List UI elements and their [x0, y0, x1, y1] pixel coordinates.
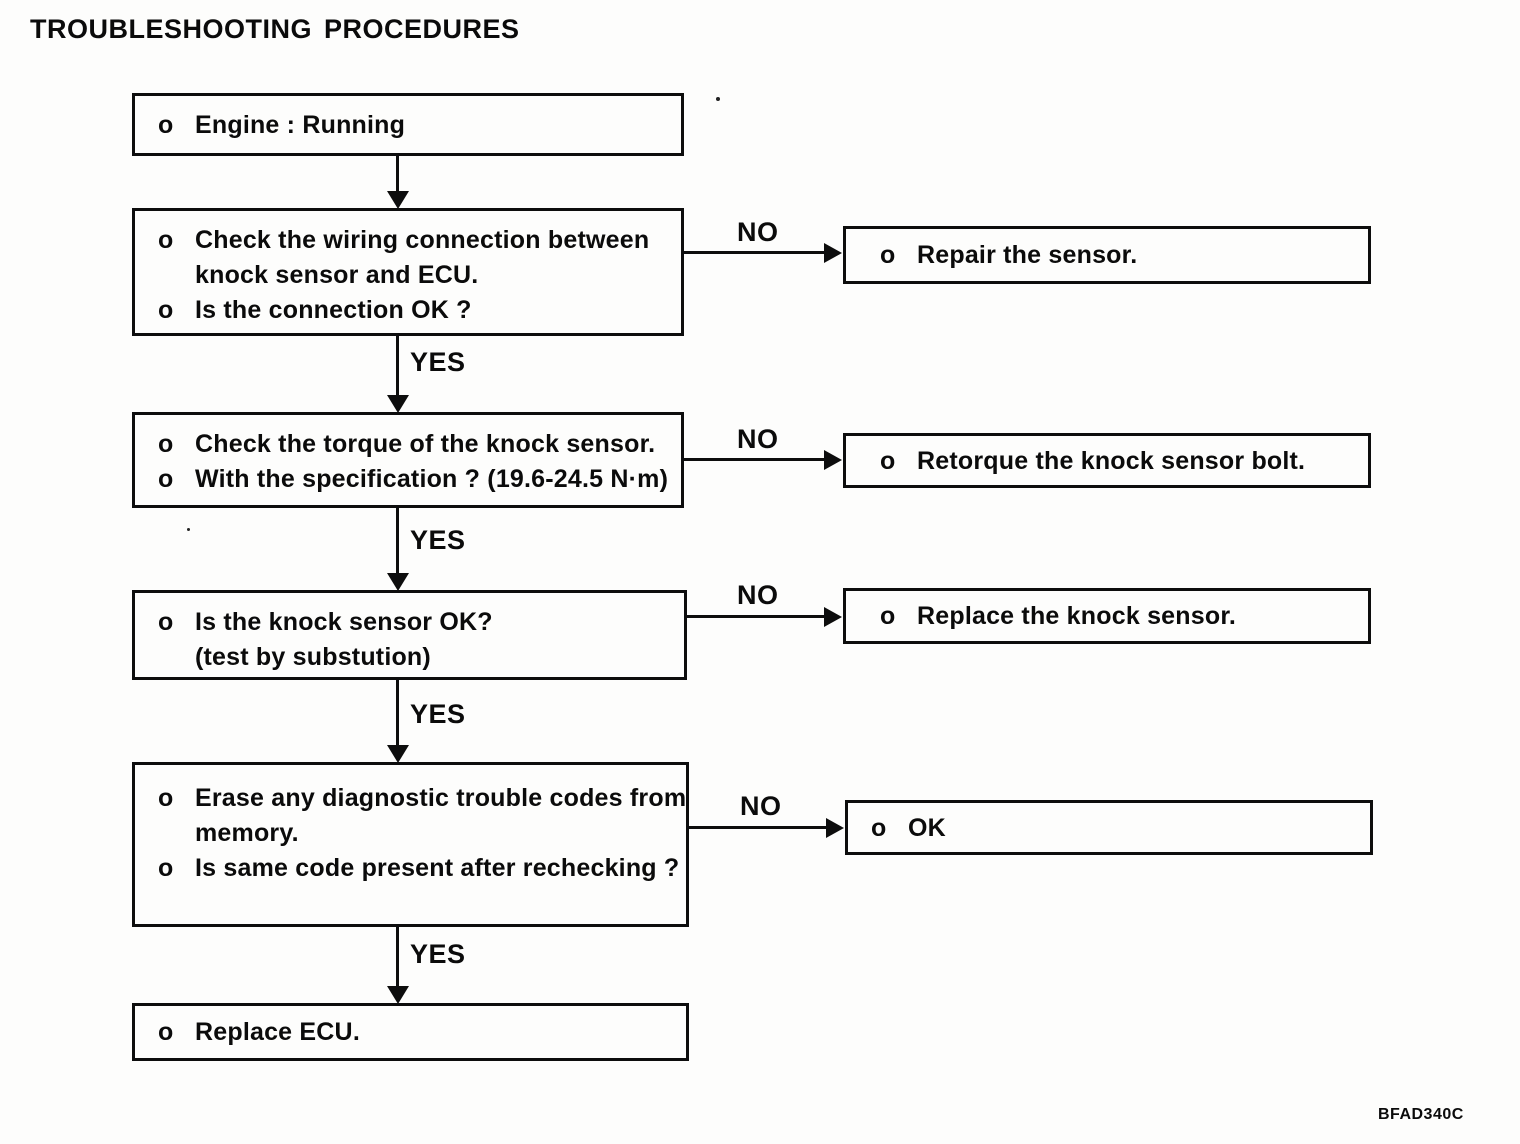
box-line: o With the specification ? (19.6-24.5 N·…: [158, 462, 671, 497]
flow-box-engine-running: o Engine : Running: [132, 93, 684, 156]
bullet-marker: o: [158, 430, 174, 458]
flow-box-sensor-ok: o Is the knock sensor OK? (test by subst…: [132, 590, 687, 680]
box-text: Is same code present after rechecking ?: [195, 854, 680, 882]
box-line: o Erase any diagnostic trouble codes fro…: [158, 781, 686, 816]
box-text: Retorque the knock sensor bolt.: [917, 447, 1306, 475]
arrow-head-down-5: [387, 986, 409, 1004]
yes-label-4: YES: [410, 939, 466, 969]
box-line: o Engine : Running: [158, 108, 671, 143]
arrow-head-right-3: [824, 607, 842, 627]
arrow-line-down-5: [396, 926, 399, 988]
page-title: TROUBLESHOOTING PROCEDURES: [30, 14, 520, 44]
box-text: Is the connection OK ?: [195, 296, 472, 324]
bullet-marker: [158, 258, 195, 293]
bullet-marker: o: [158, 465, 174, 493]
box-text: Engine : Running: [195, 111, 406, 139]
box-text: OK: [908, 814, 946, 842]
bullet-marker: o: [871, 814, 887, 842]
box-line: o Check the torque of the knock sensor.: [158, 427, 671, 462]
box-text: Replace the knock sensor.: [917, 602, 1237, 630]
box-line: (test by substution): [158, 640, 674, 675]
flow-box-ok: o OK: [845, 800, 1373, 855]
no-label-3: NO: [737, 580, 779, 610]
bullet-marker: o: [880, 447, 896, 475]
flow-box-erase-codes: o Erase any diagnostic trouble codes fro…: [132, 762, 689, 927]
figure-code: BFAD340C: [1378, 1106, 1464, 1123]
flow-box-replace-ecu: o Replace ECU.: [132, 1003, 689, 1061]
flow-box-check-torque: o Check the torque of the knock sensor. …: [132, 412, 684, 508]
no-label-1: NO: [737, 217, 779, 247]
bullet-marker: o: [158, 784, 174, 812]
bullet-marker: o: [158, 226, 174, 254]
flow-box-retorque-bolt: o Retorque the knock sensor bolt.: [843, 433, 1371, 488]
box-line: o Replace ECU.: [158, 1015, 676, 1050]
box-text: Check the torque of the knock sensor.: [195, 430, 656, 458]
box-text: memory.: [195, 819, 299, 847]
box-text: Check the wiring connection between: [195, 226, 650, 254]
box-text: Repair the sensor.: [917, 241, 1138, 269]
arrow-line-down-2: [396, 335, 399, 397]
arrow-head-down-4: [387, 745, 409, 763]
box-line: o Retorque the knock sensor bolt.: [880, 444, 1358, 479]
arrow-head-right-2: [824, 450, 842, 470]
scan-speck: [716, 97, 720, 101]
box-text: Erase any diagnostic trouble codes from: [195, 784, 687, 812]
arrow-head-down-3: [387, 573, 409, 591]
bullet-marker: o: [158, 608, 174, 636]
box-line: o Is the knock sensor OK?: [158, 605, 674, 640]
scan-speck: [187, 528, 190, 531]
arrow-head-right-4: [826, 818, 844, 838]
box-text: Replace ECU.: [195, 1018, 360, 1046]
bullet-marker: o: [158, 1018, 174, 1046]
arrow-head-down-2: [387, 395, 409, 413]
box-line: o Is the connection OK ?: [158, 293, 671, 328]
box-line: o Check the wiring connection between: [158, 223, 671, 258]
no-label-2: NO: [737, 424, 779, 454]
bullet-marker: o: [158, 854, 174, 882]
box-text: Is the knock sensor OK?: [195, 608, 493, 636]
arrow-line-down-1: [396, 156, 399, 193]
arrow-line-down-3: [396, 507, 399, 575]
box-line: memory.: [158, 816, 676, 851]
bullet-marker: [158, 640, 195, 675]
box-line: o Repair the sensor.: [880, 238, 1358, 273]
arrow-line-right-3: [687, 615, 825, 618]
arrow-head-down-1: [387, 191, 409, 209]
flow-box-check-wiring: o Check the wiring connection between kn…: [132, 208, 684, 336]
no-label-4: NO: [740, 791, 782, 821]
yes-label-1: YES: [410, 347, 466, 377]
box-line: knock sensor and ECU.: [158, 258, 671, 293]
box-line: o OK: [871, 811, 1360, 846]
arrow-line-right-2: [684, 458, 825, 461]
box-text: knock sensor and ECU.: [195, 261, 479, 289]
box-line: o Is same code present after rechecking …: [158, 851, 680, 886]
bullet-marker: o: [880, 602, 896, 630]
arrow-line-down-4: [396, 679, 399, 747]
flow-box-replace-sensor: o Replace the knock sensor.: [843, 588, 1371, 644]
box-line: o Replace the knock sensor.: [880, 599, 1358, 634]
arrow-line-right-4: [689, 826, 827, 829]
bullet-marker: [158, 816, 195, 851]
bullet-marker: o: [158, 111, 174, 139]
yes-label-2: YES: [410, 525, 466, 555]
yes-label-3: YES: [410, 699, 466, 729]
box-text: (test by substution): [195, 643, 431, 671]
bullet-marker: o: [158, 296, 174, 324]
bullet-marker: o: [880, 241, 896, 269]
arrow-line-right-1: [684, 251, 825, 254]
arrow-head-right-1: [824, 243, 842, 263]
flow-box-repair-sensor: o Repair the sensor.: [843, 226, 1371, 284]
box-text: With the specification ? (19.6-24.5 N·m): [195, 465, 669, 493]
